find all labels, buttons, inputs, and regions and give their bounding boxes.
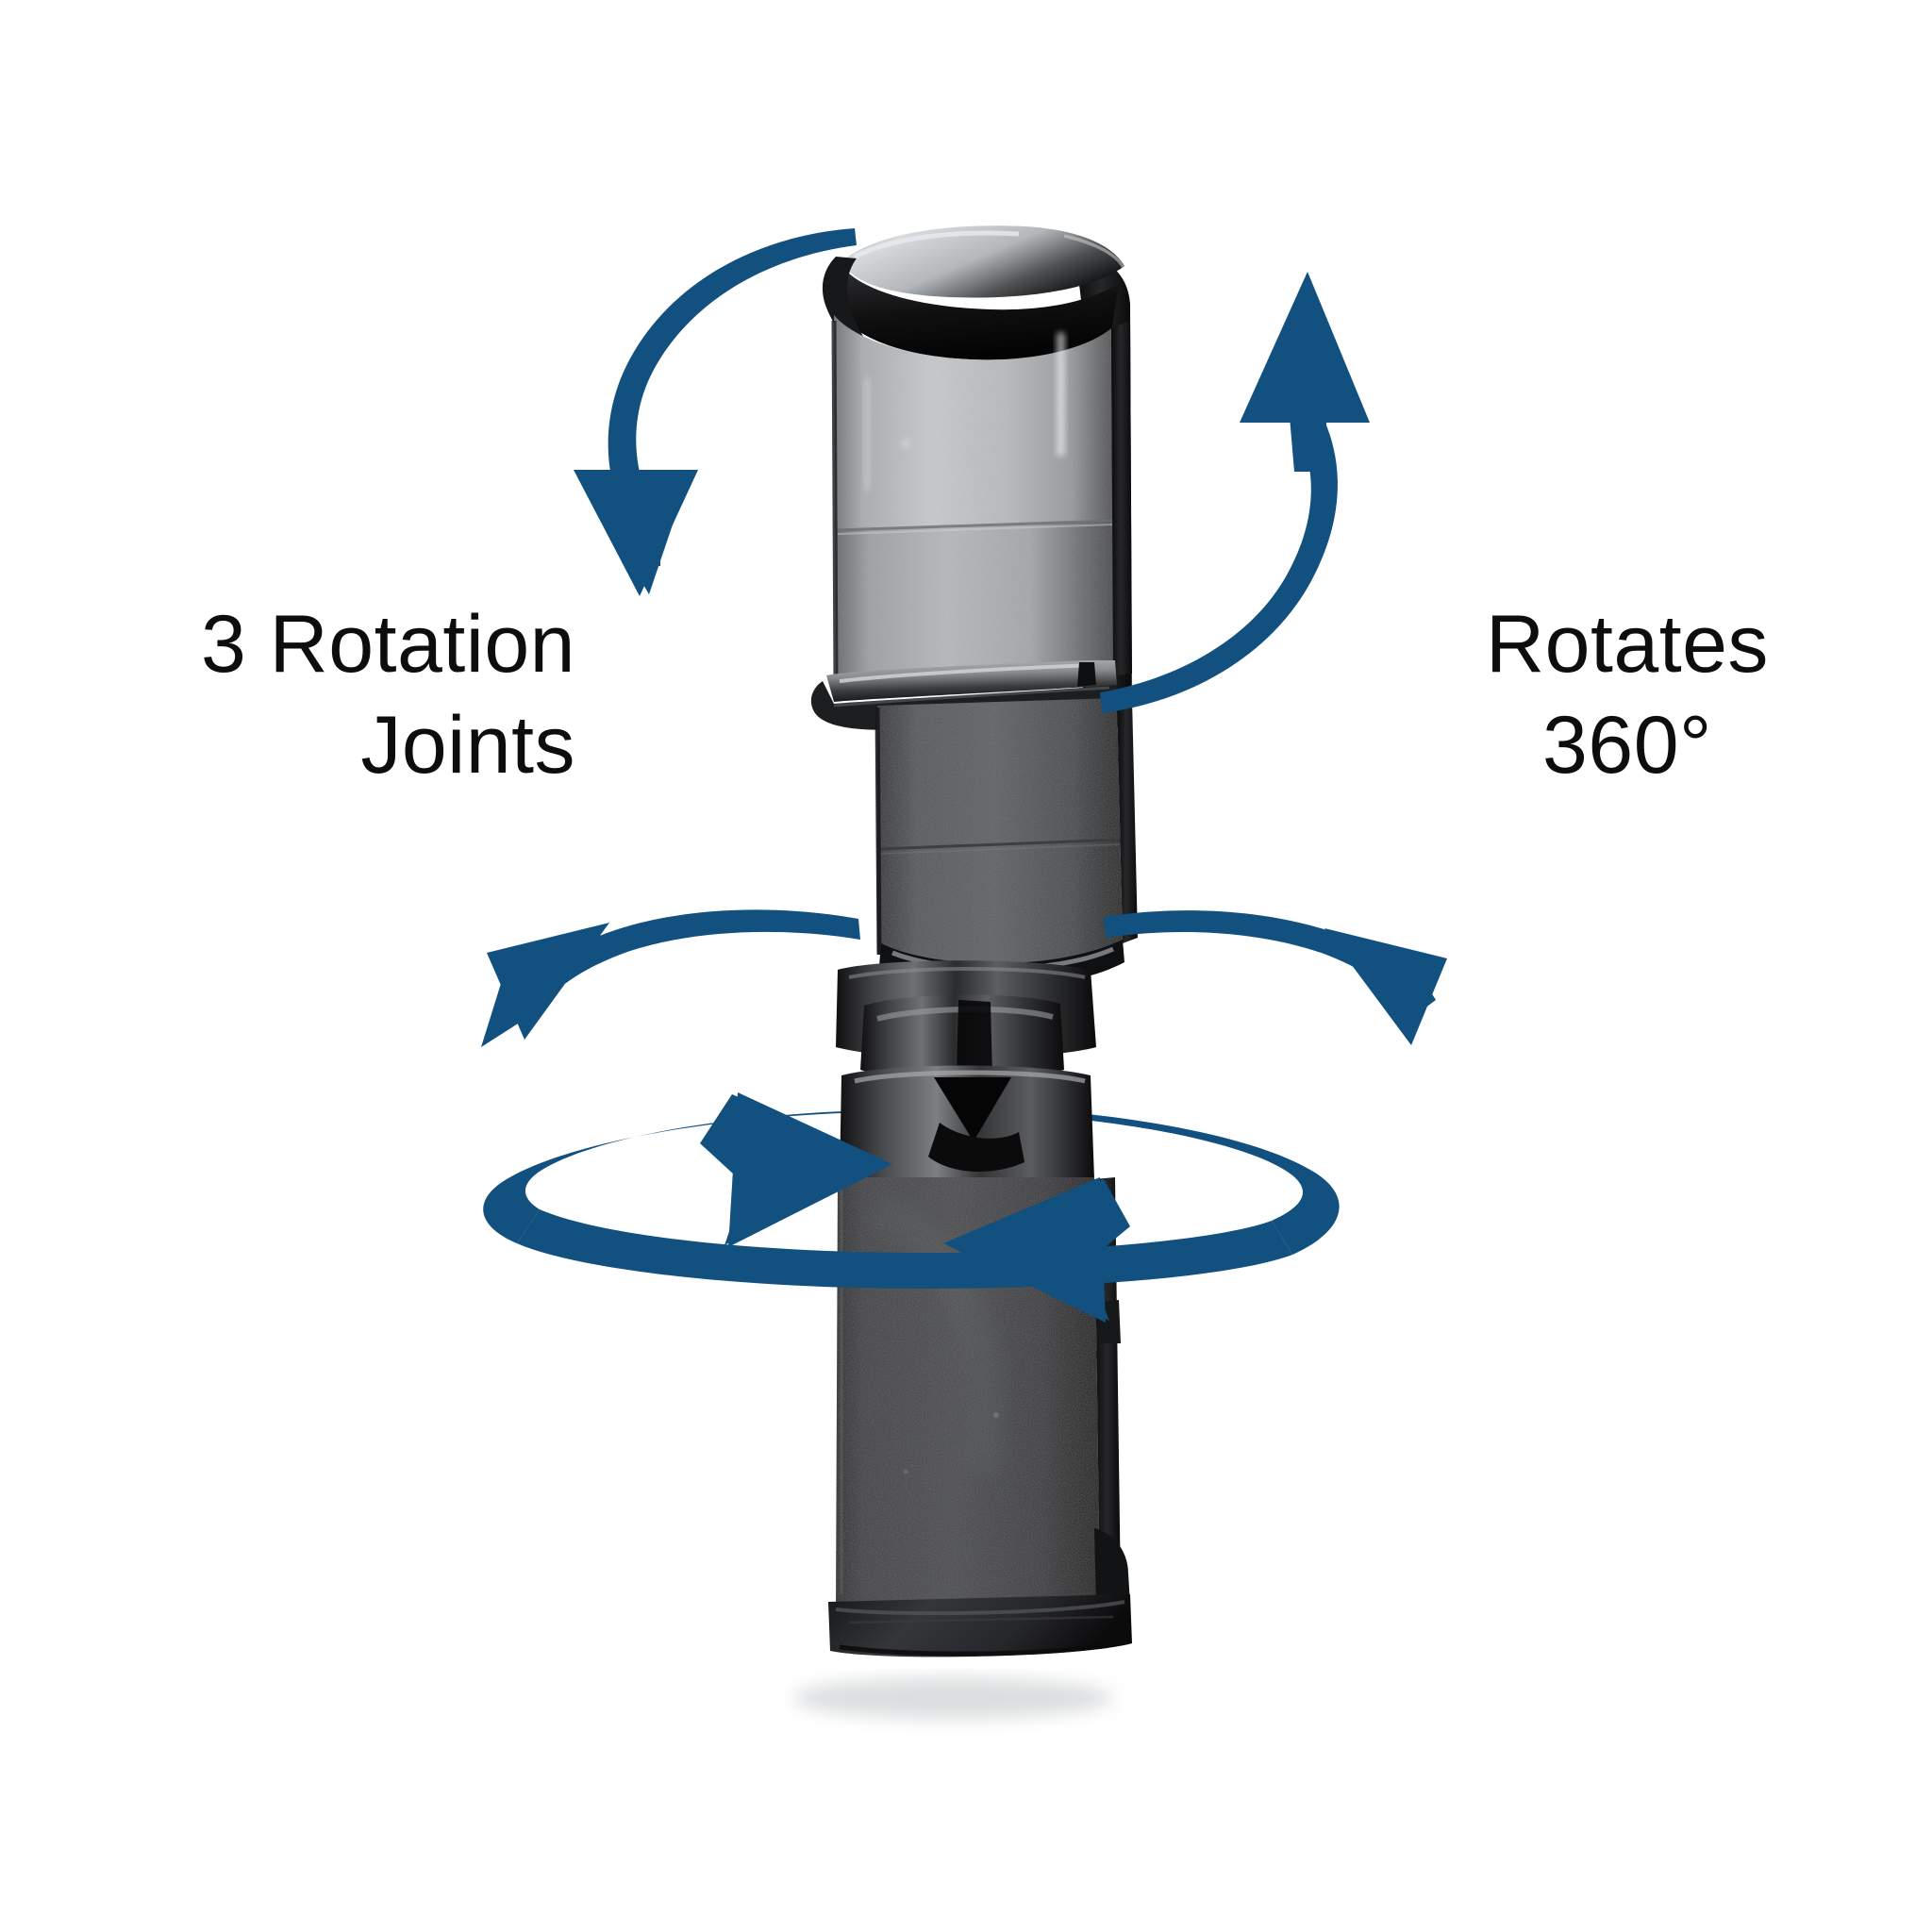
rotate-360-ring-icon-back bbox=[483, 1104, 1340, 1255]
curved-arrow-right-icon bbox=[1104, 910, 1447, 1045]
curved-arrow-up-right-icon bbox=[1100, 272, 1370, 713]
ball-hinge-joint bbox=[836, 960, 1096, 1191]
curved-arrow-down-left-icon bbox=[574, 228, 857, 596]
caption-left-rotation-joints: 3 Rotation Joints bbox=[200, 599, 575, 791]
upper-arm-panel bbox=[831, 315, 1132, 686]
product-shadow bbox=[792, 1677, 1113, 1719]
rotate-360-ring-icon-front bbox=[517, 1092, 1292, 1323]
base-foot bbox=[828, 1528, 1132, 1657]
caption-right-rotates-360: Rotates 360° bbox=[1486, 599, 1769, 791]
curved-arrow-left-icon bbox=[481, 909, 860, 1047]
